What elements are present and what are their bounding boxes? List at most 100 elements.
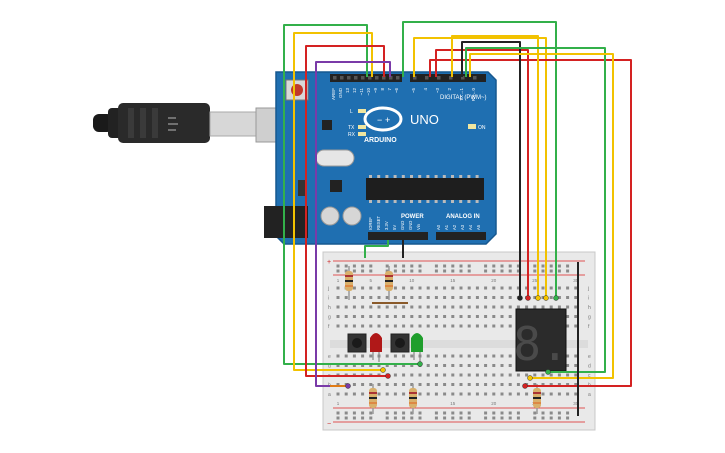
column-number: 30 [573,401,579,406]
breadboard-hole [467,383,471,386]
chip-pin [393,175,397,178]
breadboard-hole [385,392,389,396]
breadboard-hole [566,315,570,318]
wire-yellow-2 [413,37,547,298]
rail-minus-label: − [327,421,331,428]
digital-pin-hole [425,76,429,80]
analog-pin-label: A0 [436,224,441,230]
breadboard-hole [500,354,504,358]
chip-pin [369,200,372,203]
digital-header-label: DIGITAL (PWM~) [440,95,487,101]
breadboard-hole [484,315,488,318]
brand-label: ARDUINO [364,137,397,144]
breadboard-hole [467,392,471,396]
breadboard-hole [525,305,529,309]
rail-hole [451,416,455,420]
rail-hole [459,264,463,268]
breadboard-hole [500,286,504,290]
breadboard-hole [549,373,553,377]
breadboard-hole [459,373,463,377]
resistor-1 [345,266,353,300]
rail-hole [467,264,471,268]
rail-hole [566,264,570,268]
breadboard-hole [508,296,512,299]
push-button-2[interactable] [390,333,410,353]
breadboard-hole [434,286,438,290]
breadboard-hole [566,354,570,358]
wire-end [527,375,533,381]
digital-pin-label: RX←0 [471,88,476,102]
breadboard-hole [443,383,447,386]
wire-end [517,295,523,301]
rail-hole [516,416,520,420]
column-number: 1 [337,401,340,406]
breadboard-hole [377,392,381,396]
rail-hole [410,269,414,273]
breadboard-hole [418,324,422,328]
breadboard-hole [385,364,389,367]
breadboard-hole [475,315,479,318]
breadboard-hole [418,383,422,386]
breadboard-hole [500,392,504,396]
breadboard-hole [557,305,561,309]
breadboard-hole [459,364,463,367]
breadboard-hole [516,373,520,377]
rail-hole [492,416,496,420]
breadboard-hole [541,383,545,386]
push-button-1[interactable] [347,333,367,353]
breadboard-hole [574,392,578,396]
rail-hole [541,416,545,420]
breadboard-hole [484,354,488,358]
breadboard-hole [574,305,578,309]
breadboard-hole [467,364,471,367]
breadboard-hole [434,383,438,386]
breadboard-hole [574,286,578,290]
breadboard-hole [467,305,471,309]
row-letter: j [327,286,329,292]
chip-pin [385,200,389,203]
breadboard-hole [492,364,496,367]
chip-pin [459,200,463,203]
breadboard-hole [393,296,397,299]
breadboard-hole [508,305,512,309]
breadboard-hole [500,383,504,386]
breadboard-hole [566,286,570,290]
breadboard-hole [492,383,496,386]
breadboard-hole [574,296,578,299]
breadboard-hole [336,324,340,328]
digital-pin-label: AREF [331,88,336,100]
rail-hole [402,264,406,268]
breadboard-hole [402,354,406,358]
rail-hole [451,269,455,273]
breadboard-hole [516,286,520,290]
rail-hole [500,269,504,273]
rail-hole [549,416,553,420]
breadboard-hole [385,315,389,318]
rail-hole [361,269,365,273]
breadboard-hole [369,324,373,328]
chip-pin [475,200,479,203]
breadboard-hole [336,392,340,396]
breadboard-hole [393,305,397,309]
column-number: 20 [491,278,497,283]
rail-hole [557,269,561,273]
breadboard-hole [500,315,504,318]
breadboard-hole [426,373,430,377]
breadboard-hole [426,315,430,318]
breadboard-hole [549,286,553,290]
chip-pin [434,175,438,178]
row-letter: f [328,324,330,330]
wires [283,21,632,416]
wire-end [535,295,541,301]
breadboard-hole [369,315,373,318]
breadboard-hole [500,364,504,367]
breadboard-hole [492,324,496,328]
breadboard-hole [451,383,455,386]
breadboard-hole [361,286,365,290]
rail-hole [492,269,496,273]
breadboard-hole [492,315,496,318]
breadboard-hole [377,305,381,309]
breadboard-hole [369,286,373,290]
power-header-label: POWER [401,214,424,220]
breadboard-hole [566,392,570,396]
